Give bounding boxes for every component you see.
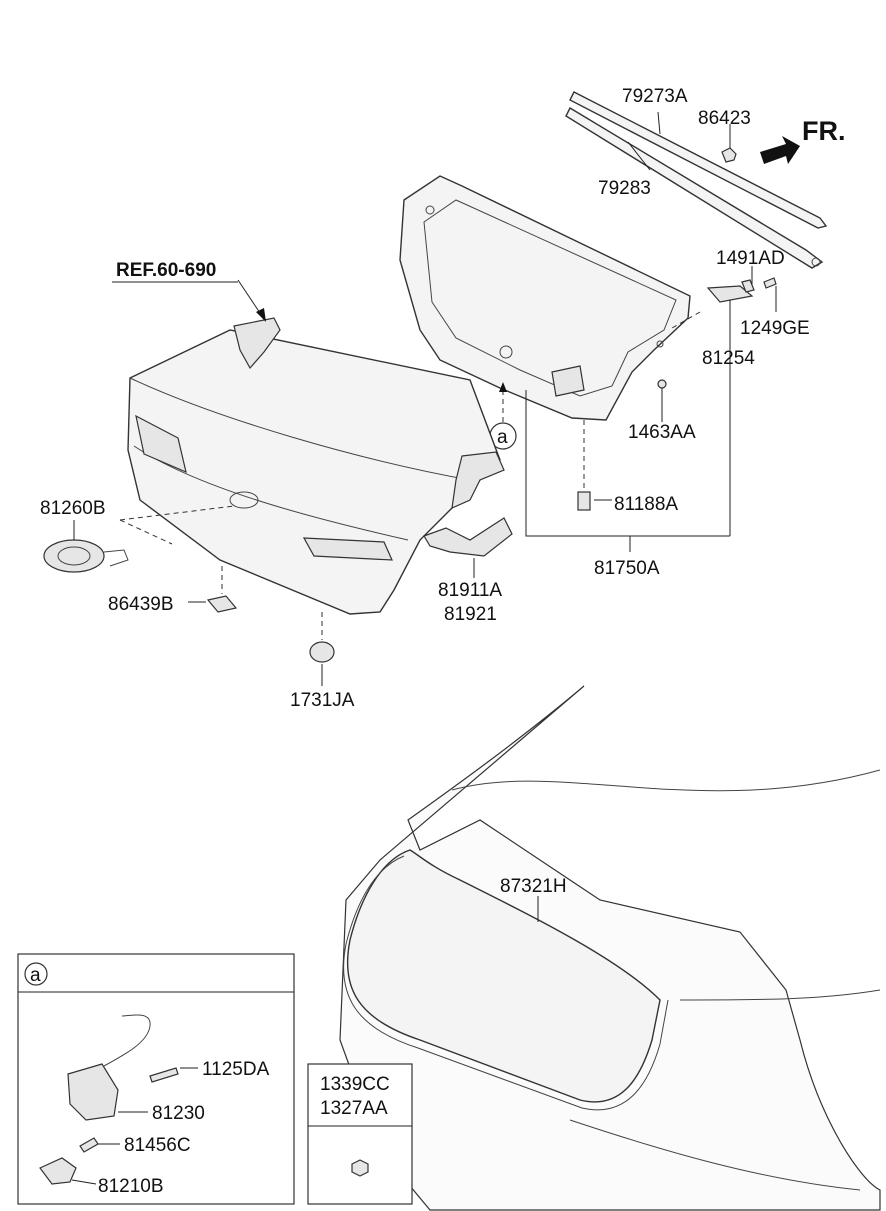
bracket-81911A bbox=[423, 517, 513, 557]
inset-label-a: a bbox=[30, 965, 41, 986]
label-1327AA: 1327AA bbox=[320, 1098, 388, 1119]
trunk-lid bbox=[127, 329, 501, 615]
front-direction-arrow-icon bbox=[760, 136, 800, 164]
label-86439B: 86439B bbox=[108, 594, 174, 615]
hinge-right bbox=[451, 451, 505, 509]
weatherstrip-87321H bbox=[343, 849, 669, 1111]
label-1731JA: 1731JA bbox=[290, 690, 355, 711]
label-81456C: 81456C bbox=[124, 1135, 191, 1156]
label-fr: FR. bbox=[802, 116, 846, 146]
trunk-latch-81230 bbox=[67, 1014, 151, 1121]
label-79273A: 79273A bbox=[622, 86, 688, 107]
label-1491AD: 1491AD bbox=[716, 248, 785, 269]
label-81921: 81921 bbox=[444, 604, 497, 625]
label-81254: 81254 bbox=[702, 348, 755, 369]
label-81210B: 81210B bbox=[98, 1176, 164, 1197]
trunk-lid-trim-panel bbox=[399, 175, 691, 421]
callout-a: a bbox=[497, 427, 508, 448]
label-81911A: 81911A bbox=[438, 580, 502, 601]
plug-86439B bbox=[206, 595, 238, 613]
fastener-box bbox=[307, 1063, 413, 1205]
label-1249GE: 1249GE bbox=[740, 318, 810, 339]
inset-box-a bbox=[17, 953, 295, 1205]
label-81188A: 81188A bbox=[614, 494, 678, 515]
label-1463AA: 1463AA bbox=[628, 422, 696, 443]
label-86423: 86423 bbox=[698, 108, 751, 129]
label-87321H: 87321H bbox=[500, 876, 567, 897]
clip-86423 bbox=[721, 147, 737, 163]
hinge-left bbox=[233, 317, 281, 370]
bumper-81188A bbox=[577, 491, 591, 511]
label-81260B: 81260B bbox=[40, 498, 106, 519]
nut-icon bbox=[351, 1159, 369, 1177]
striker-81210B bbox=[39, 1157, 77, 1185]
trunk-lid-switch-81254 bbox=[706, 277, 777, 303]
label-1125DA: 1125DA bbox=[202, 1059, 270, 1080]
label-1339CC: 1339CC bbox=[320, 1074, 390, 1095]
label-ref: REF.60-690 bbox=[116, 260, 216, 281]
torsion-rod-79273A bbox=[565, 91, 828, 269]
bolt-1125DA bbox=[149, 1067, 179, 1083]
label-79283: 79283 bbox=[598, 178, 651, 199]
bumper-1731JA bbox=[309, 641, 335, 663]
label-81750A: 81750A bbox=[594, 558, 660, 579]
rear-camera-81260B bbox=[43, 539, 129, 573]
car-rear-body bbox=[339, 685, 881, 1211]
label-81230: 81230 bbox=[152, 1103, 205, 1124]
